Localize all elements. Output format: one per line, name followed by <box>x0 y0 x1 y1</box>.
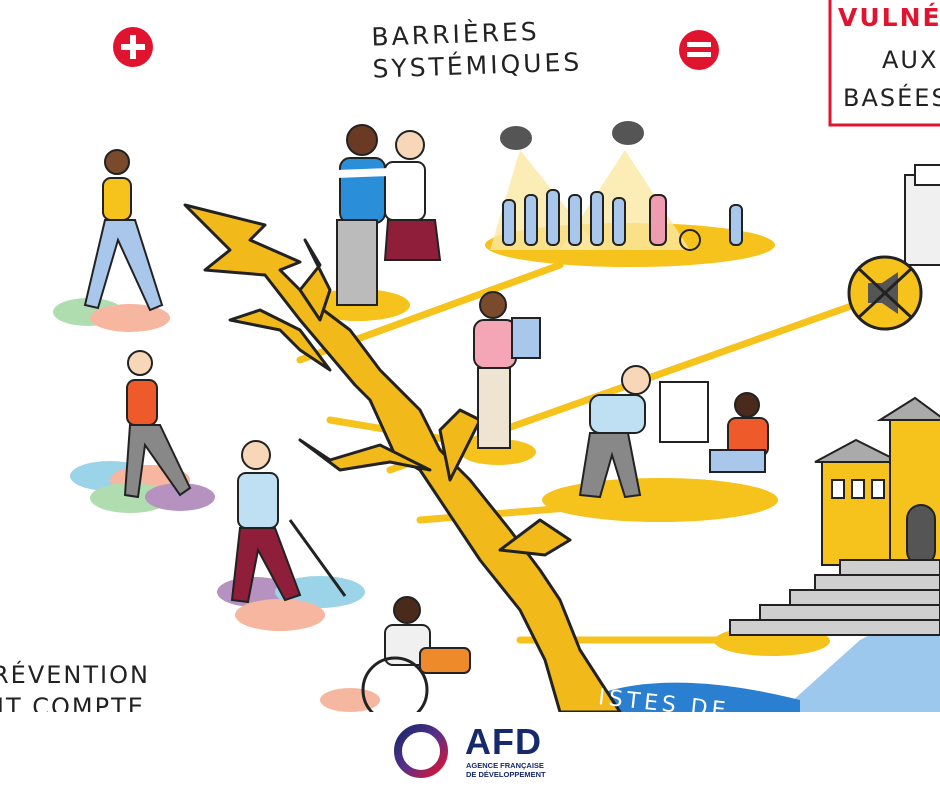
afd-logo-subtitle: AGENCE FRANÇAISE DE DÉVELOPPEMENT <box>466 761 556 779</box>
afd-logo-icon[interactable] <box>393 724 553 778</box>
stage-figures <box>502 189 743 251</box>
afd-logo-name: AFD <box>465 721 542 762</box>
person-with-cane <box>230 440 347 604</box>
documents <box>904 164 940 266</box>
red-frame <box>828 0 940 127</box>
illustration-title: BARRIÈRES SYSTÉMIQUES <box>371 14 583 85</box>
illustration-scene: BARRIÈRES SYSTÉMIQUES VULNÉ AUX BASÉES R… <box>0 0 940 712</box>
illustration-art <box>53 0 940 712</box>
person-reading <box>578 365 769 499</box>
afd-line-1: AGENCE FRANÇAISE <box>466 761 544 770</box>
person-clipboard <box>473 291 541 449</box>
blue-banner <box>560 682 800 712</box>
vulnerable-text: VULNÉ <box>838 3 940 32</box>
prevention-text: RÉVENTION <box>0 661 150 689</box>
footer <box>0 712 940 788</box>
crack-tree <box>183 203 622 712</box>
prevention-text-2: NT COMPTE <box>0 693 145 712</box>
stairs <box>729 559 940 636</box>
person-walking-2 <box>123 350 192 499</box>
afd-line-2: DE DÉVELOPPEMENT <box>466 770 546 779</box>
equals-circle <box>679 30 719 70</box>
person-wheelchair <box>361 596 471 712</box>
person-walking-1 <box>83 149 164 312</box>
aux-text: AUX <box>882 46 939 74</box>
people-pointing <box>309 124 442 306</box>
footprint-circles <box>53 298 380 712</box>
basees-text: BASÉES <box>843 84 940 112</box>
building-icon <box>814 396 940 566</box>
